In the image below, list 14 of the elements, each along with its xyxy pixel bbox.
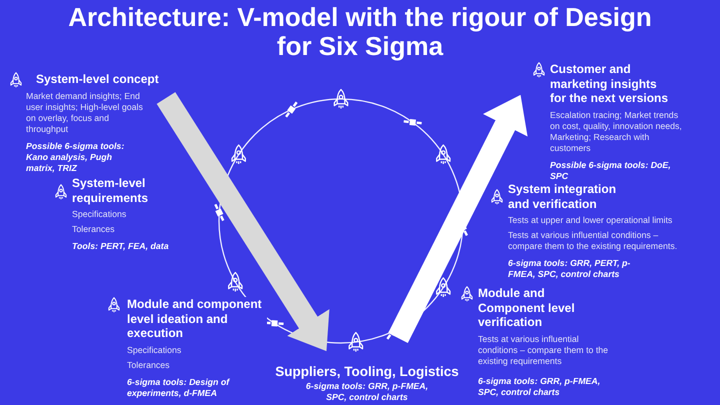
stage-description: Tests at various influential conditions – compare them to the existing requirements.: [508, 230, 678, 252]
arrow: [388, 94, 528, 343]
stage-description: Tests at upper and lower operational limits: [508, 215, 672, 226]
stage-heading: Module and component level ideation and execution: [127, 297, 267, 340]
stage-description: Tolerances: [72, 224, 115, 235]
slide-title: Architecture: V-model with the rigour of Design for Six Sigma: [67, 3, 653, 61]
arrow: [156, 92, 330, 352]
stage-heading: System-level concept: [36, 72, 159, 86]
stage-description: Tolerances: [127, 360, 170, 370]
stage-description: Market demand insights; End user insights; High-level goals on overlay, focus and throughput: [26, 90, 146, 134]
stage-description: Specifications: [72, 209, 126, 220]
tools-note: Tools: PERT, FEA, data: [72, 241, 169, 252]
stage-description: Specifications: [127, 344, 182, 356]
stage-heading: Suppliers, Tooling, Logistics: [275, 364, 459, 380]
